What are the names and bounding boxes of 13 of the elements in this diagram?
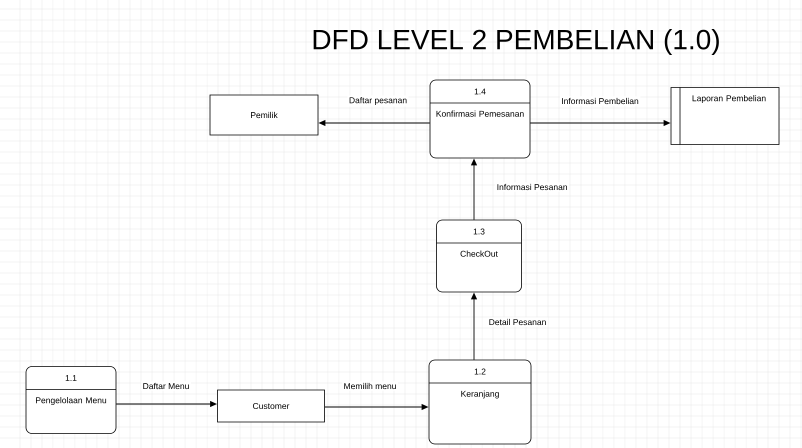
data-store: Laporan Pembelian xyxy=(670,87,780,145)
edge-label: Informasi Pembelian xyxy=(560,96,640,106)
process-box: 1.4 Konfirmasi Pemesanan xyxy=(430,80,530,158)
edge-label: Informasi Pesanan xyxy=(495,182,570,192)
process-box: 1.1 Pengelolaan Menu xyxy=(26,366,116,434)
process-box: 1.3 CheckOut xyxy=(436,220,522,292)
edge-label: Daftar pesanan xyxy=(347,96,409,106)
entity-box: Customer xyxy=(217,390,325,422)
title: DFD LEVEL 2 PEMBELIAN (1.0) xyxy=(314,28,719,56)
edge-label: Memilih menu xyxy=(342,381,398,391)
edge-label: Daftar Menu xyxy=(141,381,191,391)
entity-box: Pemilik xyxy=(210,94,318,136)
process-box: 1.2 Keranjang xyxy=(428,360,532,444)
